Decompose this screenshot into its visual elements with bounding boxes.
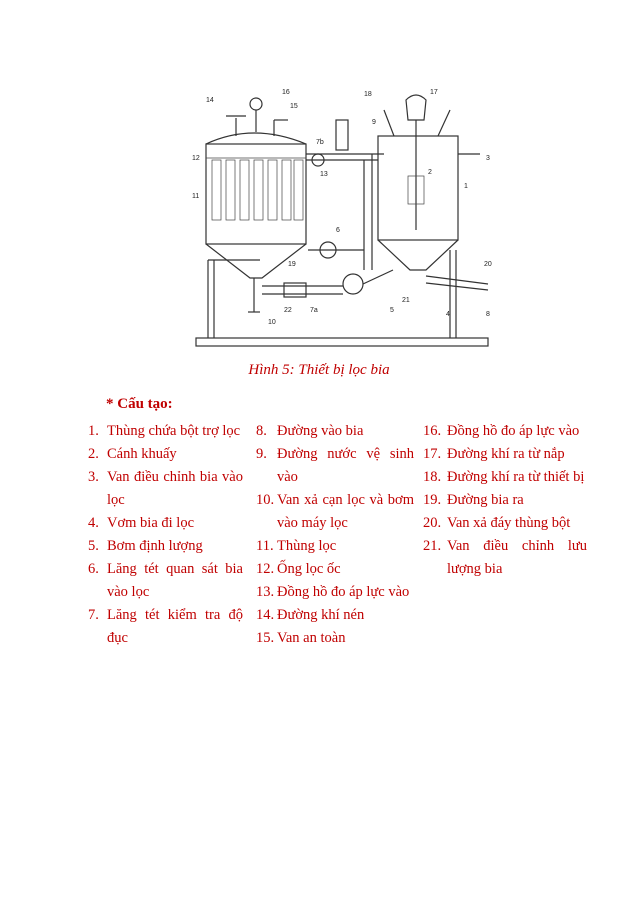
svg-text:2: 2 (428, 169, 432, 176)
list-item: 13.Đồng hồ đo áp lực vào (256, 584, 410, 600)
svg-text:20: 20 (484, 261, 492, 268)
list-item: 3.Van điều chỉnh bia vào lọc (88, 469, 243, 508)
svg-text:10: 10 (268, 319, 276, 326)
list-item: 11.Thùng lọc (256, 538, 337, 554)
list-item: 4.Vơm bia đi lọc (88, 515, 194, 531)
svg-text:22: 22 (284, 307, 292, 314)
svg-text:7a: 7a (310, 307, 318, 314)
list-item: 16.Đồng hồ đo áp lực vào (423, 423, 580, 439)
list-item: 18.Đường khí ra từ thiết bị (423, 469, 585, 485)
list-item: 2.Cánh khuấy (88, 446, 177, 462)
list-item: 5.Bơm định lượng (88, 538, 203, 554)
section-title: * Cấu tạo: (106, 396, 173, 412)
list-item: 19.Đường bia ra (423, 492, 524, 508)
parts-list-column-3: 16.Đồng hồ đo áp lực vào 17.Đường khí ra… (423, 420, 587, 581)
svg-text:11: 11 (192, 193, 199, 200)
list-item: 14.Đường khí nén (256, 607, 365, 623)
parts-list-column-1: 1.Thùng chứa bột trợ lọc 2.Cánh khuấy 3.… (88, 420, 243, 650)
svg-text:21: 21 (402, 297, 410, 304)
svg-text:19: 19 (288, 261, 296, 268)
figure-caption: Hình 5: Thiết bị lọc bia (248, 362, 390, 378)
list-item: 12.Ống lọc ốc (256, 561, 341, 577)
list-item: 9.Đường nước vệ sinh vào (256, 446, 414, 485)
list-item: 6.Lăng tét quan sát bia vào lọc (88, 561, 243, 600)
callout-labels: 1 2 3 4 5 6 7a 7b 8 9 10 11 12 13 14 15 … (192, 89, 492, 326)
list-item: 1.Thùng chứa bột trợ lọc (88, 423, 241, 439)
svg-text:1: 1 (464, 183, 468, 190)
list-item: 17.Đường khí ra từ nắp (423, 446, 565, 462)
svg-text:8: 8 (486, 311, 490, 318)
list-item: 15.Van an toàn (256, 630, 346, 646)
list-item: 20.Van xả đáy thùng bột (423, 515, 571, 531)
parts-list-column-2: 8.Đường vào bia 9.Đường nước vệ sinh vào… (256, 420, 414, 650)
svg-text:12: 12 (192, 155, 200, 162)
svg-text:6: 6 (336, 227, 340, 234)
list-item: 10.Van xả cạn lọc và bơm vào máy lọc (256, 492, 414, 531)
svg-text:9: 9 (372, 119, 376, 126)
svg-text:15: 15 (290, 103, 298, 110)
list-item: 8.Đường vào bia (256, 423, 364, 439)
svg-text:17: 17 (430, 89, 438, 96)
svg-text:5: 5 (390, 307, 394, 314)
svg-text:13: 13 (320, 171, 328, 178)
svg-text:4: 4 (446, 311, 450, 318)
list-item: 21.Van điều chỉnh lưu lượng bia (423, 538, 587, 577)
svg-text:3: 3 (486, 155, 490, 162)
svg-text:16: 16 (282, 89, 290, 96)
svg-text:18: 18 (364, 91, 372, 98)
svg-text:7b: 7b (316, 139, 324, 146)
filter-equipment-diagram: 1 2 3 4 5 6 7a 7b 8 9 10 11 12 13 14 15 … (188, 80, 498, 356)
list-item: 7.Lăng tét kiểm tra độ đục (88, 607, 243, 646)
svg-text:14: 14 (206, 97, 214, 104)
